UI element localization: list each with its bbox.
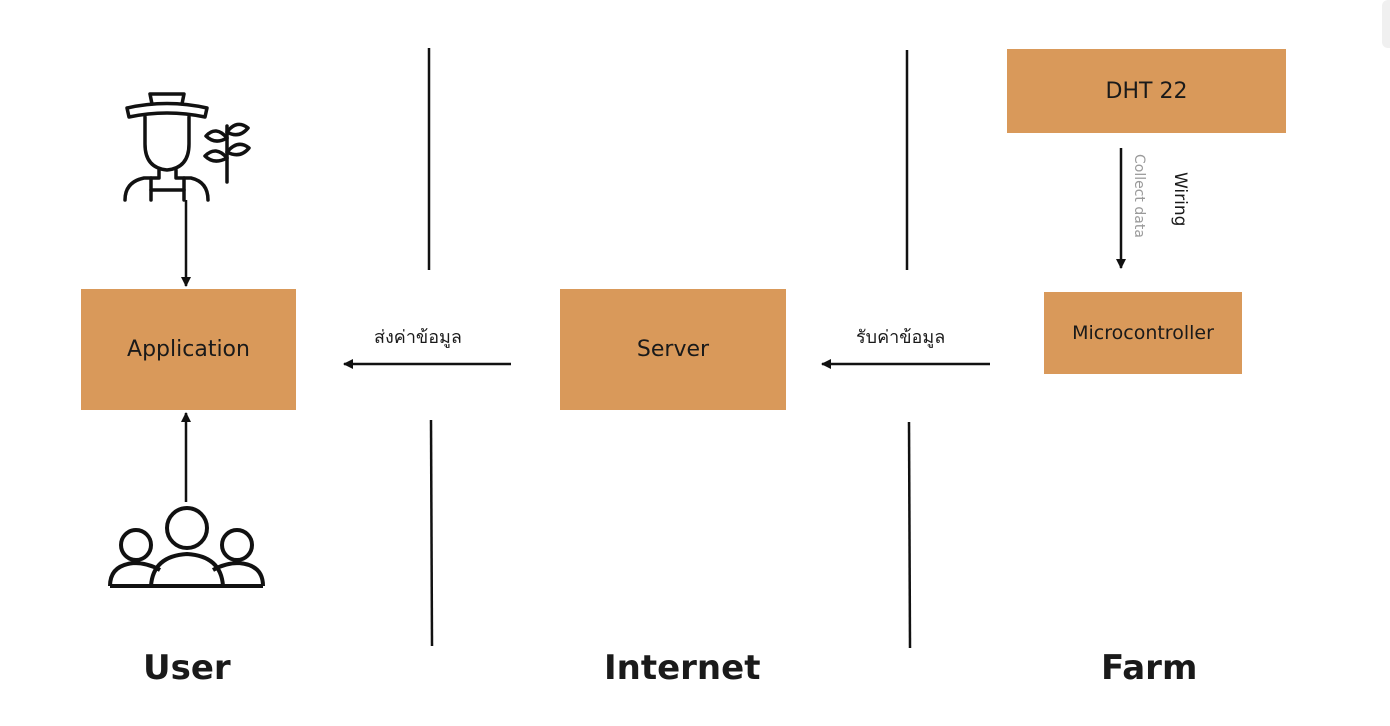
server-label: Server [636, 337, 710, 362]
farmer-icon [123, 92, 251, 202]
collect-data-label: Collect data [1131, 154, 1147, 238]
sensor-label: DHT 22 [1105, 78, 1188, 104]
wiring-label: Wiring [1170, 172, 1190, 227]
microcontroller-label: Microcontroller [1072, 322, 1214, 344]
application-label: Application [127, 337, 250, 362]
divider-left-lower [429, 419, 434, 647]
zone-internet-label: Internet [604, 648, 761, 688]
receive-data-label: รับค่าข้อมูล [856, 327, 946, 348]
microcontroller-node: Microcontroller [1044, 292, 1242, 374]
sensor-node: DHT 22 [1007, 49, 1286, 133]
divider-right-lower [907, 421, 912, 649]
zone-user-label: User [143, 648, 231, 688]
server-node: Server [560, 289, 786, 410]
send-data-label: ส่งค่าข้อมูล [374, 327, 462, 348]
edge-tab [1382, 0, 1390, 48]
people-group-icon [108, 506, 265, 588]
application-node: Application [81, 289, 296, 410]
zone-dividers [427, 48, 912, 649]
zone-farm-label: Farm [1101, 648, 1198, 688]
flow-arrows [181, 148, 1126, 502]
